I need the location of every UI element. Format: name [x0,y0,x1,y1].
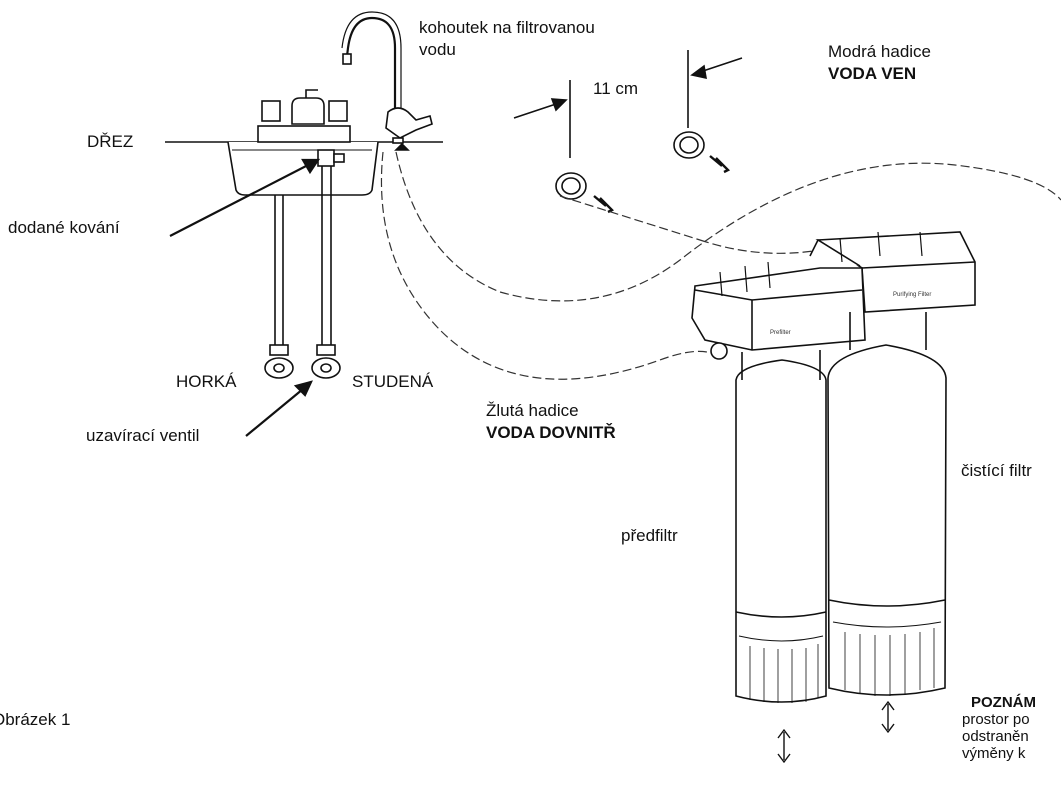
note-line-2: odstraněn [962,728,1029,745]
cleaning-filter-label: čistící filtr [961,461,1032,480]
filter-head-left [691,267,866,351]
yellow-hose [380,151,719,380]
faucet-label-line2: vodu [419,40,456,59]
prefilter-cartridge [735,359,827,703]
cold-shutoff-valve [311,357,341,379]
cleaning-filter-removal-arrow [881,700,895,734]
head-left-text: Prefilter [770,330,791,336]
sink-faucet-base [257,125,351,143]
wall-clip-right [673,131,705,159]
shutoff-valve-label: uzavírací ventil [86,426,200,445]
yellow-hose-label: Žlutá hadice [486,401,579,420]
cleaning-filter-cartridge [827,344,947,696]
water-in-label: VODA DOVNITŘ [486,423,616,442]
hot-label: HORKÁ [176,372,237,391]
note-line-3: výměny k [962,745,1026,762]
note-line-1: prostor po [962,711,1030,728]
filtered-water-faucet [345,16,397,108]
fitting-label: dodané kování [8,218,120,237]
head-right-text: Purifying Filter [893,292,931,298]
screw-left [593,195,615,214]
shutoff-leader [245,388,304,437]
spacing-label: 11 cm [593,79,639,98]
water-out-label: VODA VEN [828,64,917,83]
note-title: POZNÁM [971,694,1036,711]
cold-label: STUDENÁ [352,372,434,391]
fitting-leader [169,163,311,237]
sink-label: DŘEZ [87,132,134,151]
screw-right [709,155,731,174]
prefilter-removal-arrow [777,728,791,764]
figure-label: Obrázek 1 [0,710,71,729]
prefilter-label: předfiltr [621,526,678,545]
faucet-label-line1: kohoutek na filtrovanou [419,18,595,37]
blue-hose [395,151,1061,302]
hot-shutoff-valve [264,357,294,379]
blue-hose-label: Modrá hadice [828,42,932,61]
wall-clip-left [555,172,587,200]
